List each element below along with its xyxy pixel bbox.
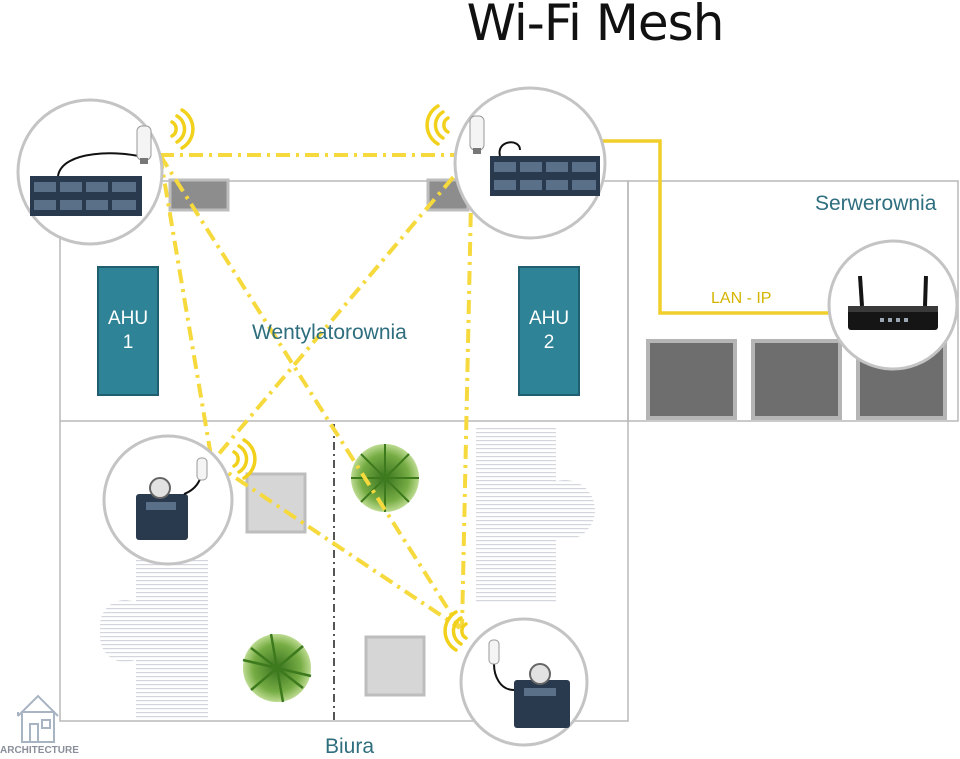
page-title: Wi-Fi Mesh	[466, 0, 725, 52]
ahu-unit-2-label: AHU	[528, 308, 570, 329]
room-label-server-room: Serwerownia	[815, 192, 937, 215]
ahu-unit-2-number: 2	[543, 332, 555, 353]
room-label-offices: Biura	[325, 735, 375, 758]
ahu-unit-1: AHU 1	[97, 266, 159, 396]
controller-module-icon	[490, 141, 600, 196]
wifi-antenna-icon	[488, 639, 500, 665]
lan-label: LAN - IP	[711, 290, 772, 307]
plant-icon	[351, 444, 419, 512]
mesh-links	[158, 153, 474, 630]
logo-caption: ARCHITECTURE	[0, 745, 79, 756]
ahu-unit-2: AHU 2	[518, 266, 580, 396]
wifi-waves-icon	[232, 438, 257, 480]
ahu-unit-1-label: AHU	[107, 308, 149, 329]
wifi-antenna-icon	[469, 115, 485, 154]
house-logo-icon	[17, 694, 59, 743]
wifi-antenna-icon	[196, 457, 208, 481]
plant-icon	[242, 633, 312, 703]
controller-module-icon	[493, 663, 570, 728]
wireless-router-icon	[848, 275, 938, 330]
wifi-antenna-icon	[136, 125, 152, 164]
office-column-2	[364, 635, 426, 697]
wifi-waves-icon	[425, 104, 450, 146]
ahu-unit-1-number: 1	[122, 332, 134, 353]
room-label-ventilation: Wentylatorownia	[252, 321, 407, 344]
wifi-waves-icon	[170, 108, 195, 150]
wifi-waves-icon	[443, 610, 468, 652]
controller-module-icon	[30, 152, 147, 216]
office-column-1	[245, 472, 307, 534]
controller-module-icon	[136, 469, 203, 540]
office-desks	[100, 428, 595, 720]
